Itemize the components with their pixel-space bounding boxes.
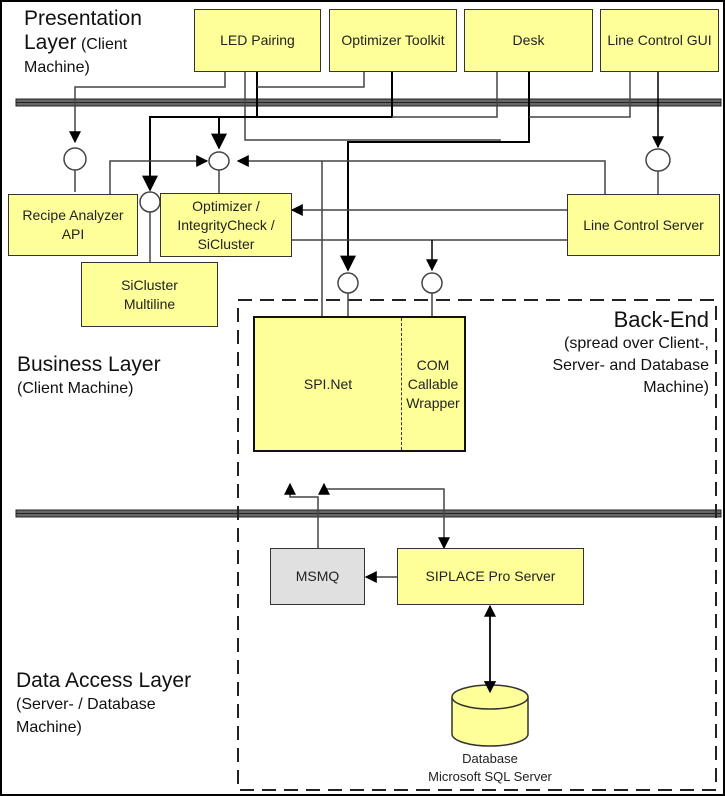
backend-subtitle-3: Machine): [643, 379, 709, 396]
business-layer-subtitle: (Client Machine): [17, 380, 134, 397]
desk-box[interactable]: Desk: [464, 9, 593, 72]
optimizer-integrity-label-2: IntegrityCheck /: [177, 216, 275, 233]
connector-recipe-to-optimizer: [109, 155, 209, 194]
connector-toolkit-to-optimizer: [211, 72, 393, 150]
spi-net-label: SPI.Net: [303, 375, 353, 392]
msmq-box[interactable]: MSMQ: [270, 548, 365, 605]
line-control-gui-label: Line Control GUI: [607, 32, 712, 48]
business-layer-label: Business Layer (Client Machine): [17, 353, 161, 400]
optimizer-integrity-label-1: Optimizer /: [192, 197, 260, 214]
siplace-pro-server-box[interactable]: SIPLACE Pro Server: [397, 548, 584, 605]
presentation-layer-label: Presentation Layer (Client Machine): [24, 7, 142, 79]
led-pairing-box[interactable]: LED Pairing: [194, 9, 321, 72]
connector-led-to-sicluster: [142, 72, 258, 192]
interface-circle-optimizer: [208, 151, 230, 171]
presentation-layer-subtitle-2: Machine): [24, 59, 90, 76]
database-label-2: Microsoft SQL Server: [428, 769, 552, 784]
sicluster-multiline-label-2: Multiline: [123, 295, 176, 312]
data-access-layer-title: Data Access Layer: [16, 669, 192, 692]
backend-title: Back-End: [613, 307, 709, 332]
desk-label: Desk: [512, 32, 545, 48]
interface-circles: [63, 147, 671, 294]
presentation-layer-title2: Layer: [24, 31, 77, 54]
connector-desk-to-spinet: [340, 72, 530, 272]
presentation-layer-title: Presentation: [24, 7, 142, 30]
ccw-label-1: COM: [416, 356, 450, 373]
connector-lines: [69, 72, 664, 694]
ccw-label-2: Callable: [407, 375, 459, 392]
msmq-label: MSMQ: [295, 568, 340, 584]
recipe-analyzer-label-1: Recipe Analyzer: [22, 207, 124, 223]
database-label: Database Microsoft SQL Server: [410, 750, 570, 786]
connector-spinet-siplace: [318, 482, 450, 550]
business-layer-title: Business Layer: [17, 353, 161, 376]
backend-subtitle-2: Server- and Database: [552, 357, 709, 374]
data-access-layer-subtitle: (Server- / Database: [16, 696, 156, 713]
presentation-layer-subtitle: (Client: [76, 36, 128, 53]
data-access-layer-subtitle-2: Machine): [16, 719, 82, 736]
line-control-gui-box[interactable]: Line Control GUI: [600, 9, 719, 72]
connector-led-to-recipe: [69, 72, 226, 144]
interface-circle-spinet: [337, 272, 359, 294]
interface-circle-recipe: [63, 147, 87, 171]
optimizer-integrity-label-3: SiCluster: [197, 235, 255, 252]
interface-circle-ccw: [421, 272, 443, 294]
optimizer-toolkit-box[interactable]: Optimizer Toolkit: [329, 9, 457, 72]
recipe-analyzer-label-2: API: [61, 226, 85, 242]
spi-net-divider: [401, 318, 402, 450]
line-control-server-label: Line Control Server: [583, 216, 704, 233]
sicluster-multiline-label-1: SiCluster: [121, 276, 178, 293]
database-label-1: Database: [462, 751, 518, 766]
connector-lcs-to-optimizer: [236, 155, 606, 194]
backend-subtitle-1: (spread over Client-,: [564, 335, 709, 352]
interface-circle-lcs: [645, 148, 671, 172]
led-pairing-label: LED Pairing: [220, 32, 295, 48]
database-cylinder: [451, 606, 529, 747]
optimizer-integrity-box[interactable]: Optimizer / IntegrityCheck / SiCluster: [160, 193, 292, 257]
layer-separator-bottom: [15, 509, 722, 518]
layer-separator-top: [15, 98, 722, 107]
spi-net-section: SPI.Net: [255, 318, 401, 450]
interface-circle-sicluster: [139, 191, 161, 213]
optimizer-toolkit-label: Optimizer Toolkit: [341, 32, 445, 48]
backend-label: Back-End (spread over Client-, Server- a…: [552, 307, 709, 399]
siplace-pro-server-label: SIPLACE Pro Server: [425, 568, 556, 584]
line-control-server-box[interactable]: Line Control Server: [567, 194, 720, 256]
data-access-layer-label: Data Access Layer (Server- / Database Ma…: [16, 669, 191, 739]
ccw-label-3: Wrapper: [406, 394, 460, 411]
